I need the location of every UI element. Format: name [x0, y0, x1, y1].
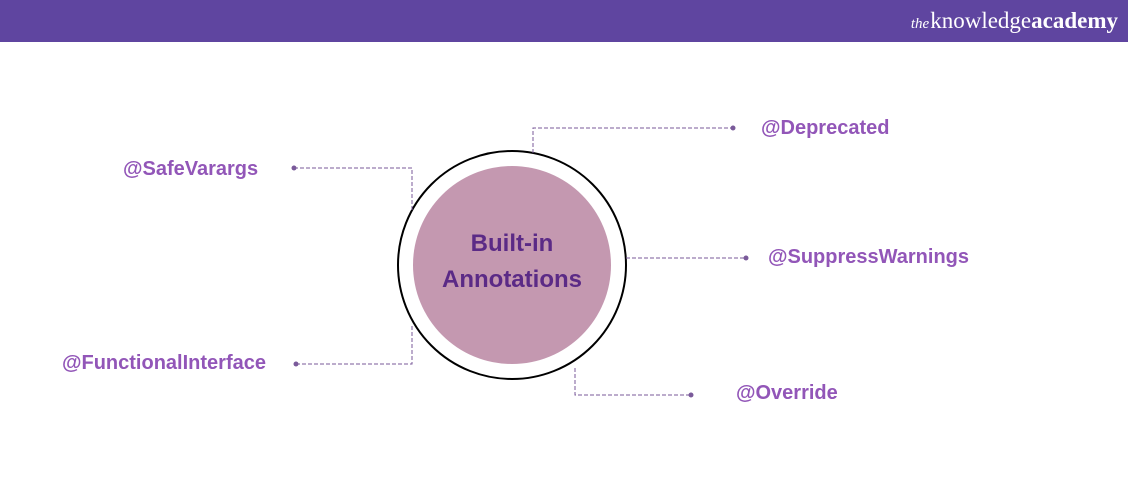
- label-functionalinterface: @FunctionalInterface: [62, 352, 266, 374]
- label-safevarargs: @SafeVarargs: [123, 158, 259, 180]
- connector-deprecated: [532, 127, 733, 153]
- connector-functionalinterface: [296, 326, 413, 365]
- center-title-line2: Annotations: [442, 266, 582, 293]
- label-override: @Override: [736, 382, 838, 404]
- brand-logo: theknowledgeacademy: [911, 7, 1118, 38]
- center-circle: [413, 166, 611, 364]
- dot-override: [688, 392, 694, 398]
- center-title: Built-in Annotations: [412, 226, 612, 298]
- label-deprecated: @Deprecated: [761, 117, 890, 139]
- brand-knowledge: knowledge: [930, 8, 1032, 33]
- dot-functionalinterface: [293, 361, 299, 367]
- brand-academy: academy: [1031, 8, 1118, 33]
- center-title-line1: Built-in: [470, 230, 554, 257]
- connector-override: [574, 368, 691, 396]
- dot-safevarargs: [291, 165, 297, 171]
- header-bar: theknowledgeacademy: [0, 0, 1128, 42]
- brand-the: the: [910, 16, 930, 32]
- label-suppresswarnings: @SuppressWarnings: [768, 246, 970, 268]
- dot-deprecated: [730, 125, 736, 131]
- dot-suppresswarnings: [743, 255, 749, 261]
- connector-safevarargs: [294, 167, 413, 210]
